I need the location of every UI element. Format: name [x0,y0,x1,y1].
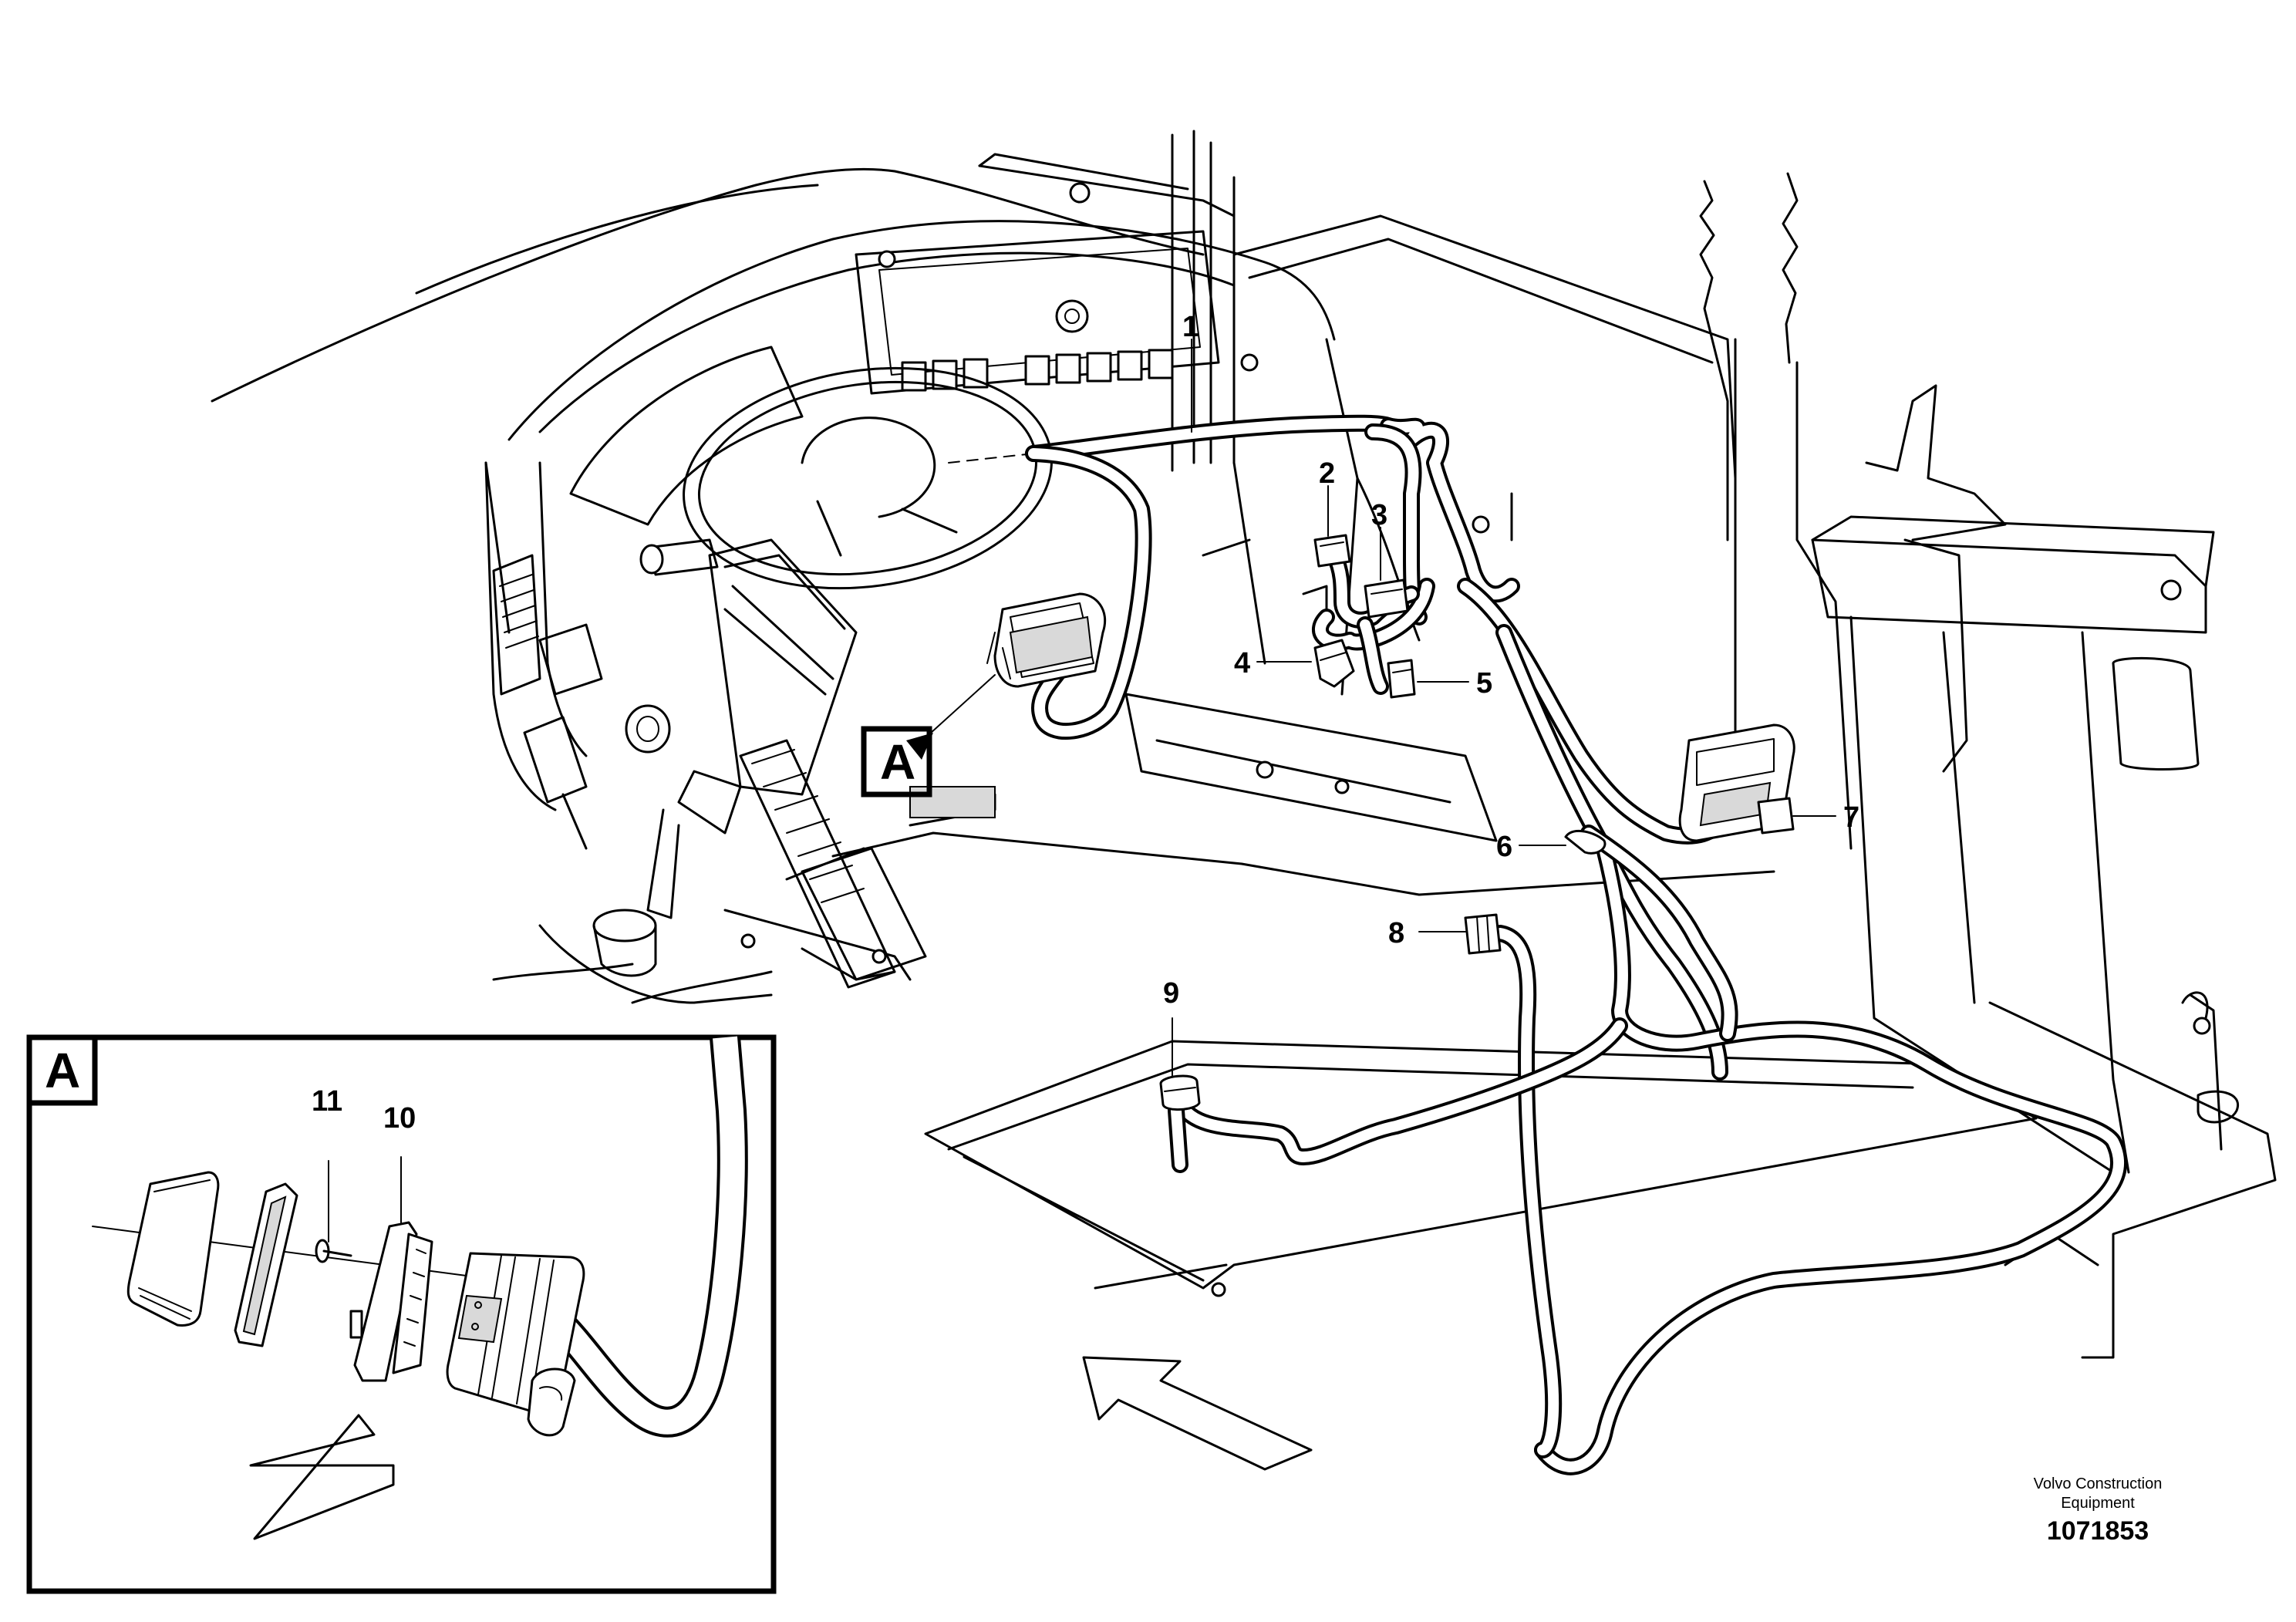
connector-4 [1313,639,1355,688]
callout-4: 4 [1234,647,1250,679]
callout-5: 5 [1476,667,1492,700]
connector-3 [1364,578,1409,619]
connector-flange-10 [349,1221,433,1382]
switch-row [901,349,1174,392]
callout-1: 1 [1182,311,1199,343]
inset-label: A [45,1043,80,1098]
connector-gasket [234,1182,298,1347]
cab-structure [211,130,2277,1359]
accelerator-pedal [739,739,927,989]
cable-clip-6 [1564,829,1607,855]
connector-2 [1313,534,1351,568]
drawing-number: 1071853 [2047,1516,2149,1546]
connector-8 [1464,913,1502,955]
main-harness [948,414,2127,1475]
detail-a-marker-letter: A [880,734,915,790]
company-line-2: Equipment [2061,1495,2135,1512]
callout-8: 8 [1388,917,1404,949]
callout-3: 3 [1371,499,1387,531]
connector-a [986,592,1107,688]
detail-a-marker-box [861,726,932,798]
callout-7: 7 [1843,801,1859,834]
connector-plug [446,1252,585,1437]
connector-7 [1678,723,1795,842]
connector-cover [126,1171,220,1327]
detail-a-inset: A [26,1034,777,1594]
direction-arrow-main [1082,1356,1313,1471]
company-line-1: Volvo Construction [2034,1475,2163,1492]
footer: Volvo Construction Equipment 1071853 [2034,1475,2163,1546]
callout-11: 11 [312,1085,342,1118]
steering-wheel [683,366,1053,590]
callouts: 1 2 3 4 5 6 7 8 9 A [861,311,1859,1077]
callout-2: 2 [1319,457,1335,490]
callout-10: 10 [383,1102,416,1135]
steering-column [484,461,858,977]
callout-9: 9 [1163,977,1179,1010]
callout-6: 6 [1496,831,1512,863]
connector-5 [1387,659,1416,699]
connector-9 [1159,1074,1201,1111]
screw-11 [315,1239,352,1263]
